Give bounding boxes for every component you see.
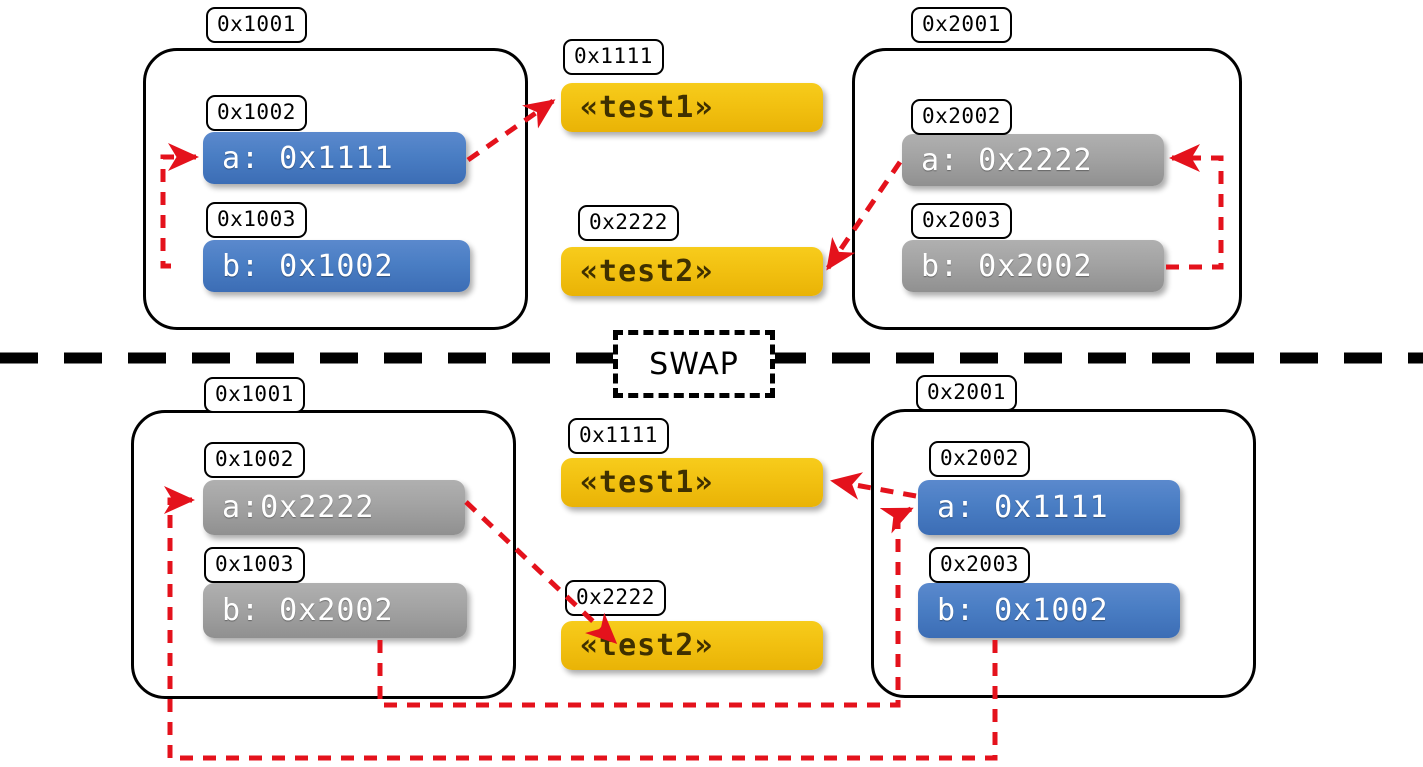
- tag-before-right-a: 0x2002: [911, 99, 1012, 135]
- tag-after-test2: 0x2222: [565, 580, 666, 616]
- cell-before-right-a: a: 0x2222: [902, 134, 1164, 186]
- tag-after-left-frame: 0x1001: [204, 377, 305, 413]
- cell-after-right-a: a: 0x1111: [918, 480, 1180, 535]
- tag-before-left-a: 0x1002: [206, 95, 307, 131]
- tag-before-right-frame: 0x2001: [911, 7, 1012, 43]
- cell-after-right-b: b: 0x1002: [918, 583, 1180, 638]
- cell-before-right-b: b: 0x2002: [902, 240, 1164, 292]
- tag-before-right-b: 0x2003: [911, 203, 1012, 239]
- tag-after-right-b: 0x2003: [929, 547, 1030, 583]
- tag-after-left-a: 0x1002: [204, 442, 305, 478]
- cell-after-test2: «test2»: [561, 621, 823, 670]
- cell-after-left-b: b: 0x2002: [203, 583, 467, 638]
- cell-after-test1: «test1»: [561, 458, 823, 507]
- cell-before-left-a: a: 0x1111: [203, 132, 466, 184]
- frame-after-left: [131, 410, 516, 699]
- tag-after-right-a: 0x2002: [929, 441, 1030, 477]
- cell-after-left-a: a:0x2222: [203, 480, 465, 535]
- tag-before-test2: 0x2222: [578, 205, 679, 241]
- cell-before-test1: «test1»: [561, 83, 823, 132]
- tag-before-left-frame: 0x1001: [206, 7, 307, 43]
- tag-before-left-b: 0x1003: [206, 202, 307, 238]
- cell-before-test2: «test2»: [561, 247, 823, 296]
- tag-before-test1: 0x1111: [563, 39, 664, 75]
- tag-after-left-b: 0x1003: [204, 547, 305, 583]
- cell-before-left-b: b: 0x1002: [203, 240, 470, 292]
- tag-after-right-frame: 0x2001: [916, 375, 1017, 411]
- swap-divider-label: SWAP: [613, 330, 775, 398]
- tag-after-test1: 0x1111: [568, 418, 669, 454]
